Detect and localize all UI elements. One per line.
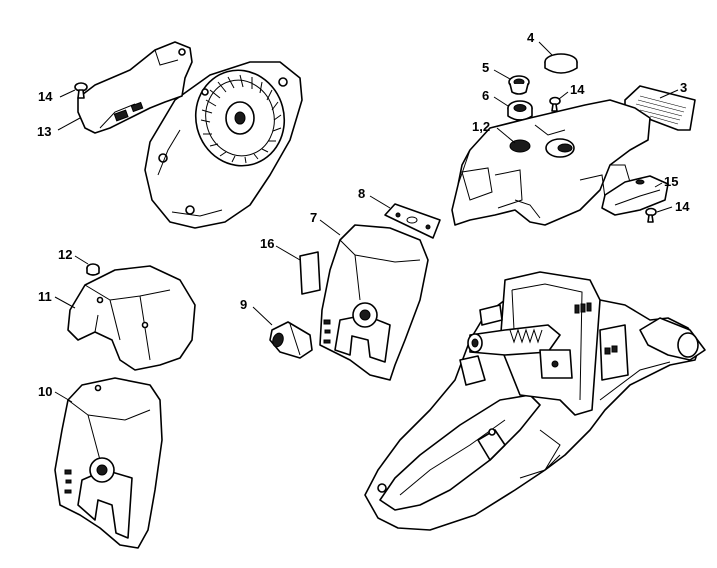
- callout-6: 6: [482, 88, 489, 103]
- part-16-decal: [299, 251, 321, 295]
- part-13-deflector: [77, 41, 193, 134]
- part-13-starter-cover: [144, 61, 303, 229]
- part-7-cylinder-cover: [319, 224, 429, 381]
- part-15-cover: [601, 175, 669, 216]
- callout-7: 7: [310, 210, 317, 225]
- part-14-screw-right: [645, 207, 657, 223]
- part-14-screw-left: [74, 82, 88, 99]
- part-9-knob: [269, 321, 313, 359]
- callout-14: 14: [570, 82, 585, 97]
- part-5-grommet: [508, 75, 530, 95]
- part-8-plate: [384, 203, 441, 239]
- part-6-ring: [507, 100, 533, 121]
- callout-9: 9: [240, 297, 247, 312]
- callout-11: 11: [38, 289, 52, 304]
- callout-4: 4: [527, 30, 535, 45]
- callout-14: 14: [38, 89, 53, 104]
- callout-8: 8: [358, 186, 365, 201]
- main-housing: [364, 271, 706, 531]
- callout-3: 3: [680, 80, 687, 95]
- callout-15: 15: [664, 174, 678, 189]
- callout-5: 5: [482, 60, 489, 75]
- callout-10: 10: [38, 384, 52, 399]
- leader-lines: [54, 41, 679, 403]
- callout-14: 14: [675, 199, 690, 214]
- callout-1-2: 1,2: [472, 119, 490, 134]
- callout-labels: 4 5 6 14 3 1,2 14 13 8 15 14 7 16 12 11 …: [37, 30, 690, 399]
- part-11-cover: [67, 265, 196, 371]
- part-4-plug: [544, 53, 578, 74]
- part-12-nut: [86, 263, 100, 276]
- part-14-screw-mid: [549, 96, 561, 112]
- part-10-cylinder-cover: [54, 377, 163, 549]
- callout-16: 16: [260, 236, 274, 251]
- callout-12: 12: [58, 247, 72, 262]
- callout-13: 13: [37, 124, 51, 139]
